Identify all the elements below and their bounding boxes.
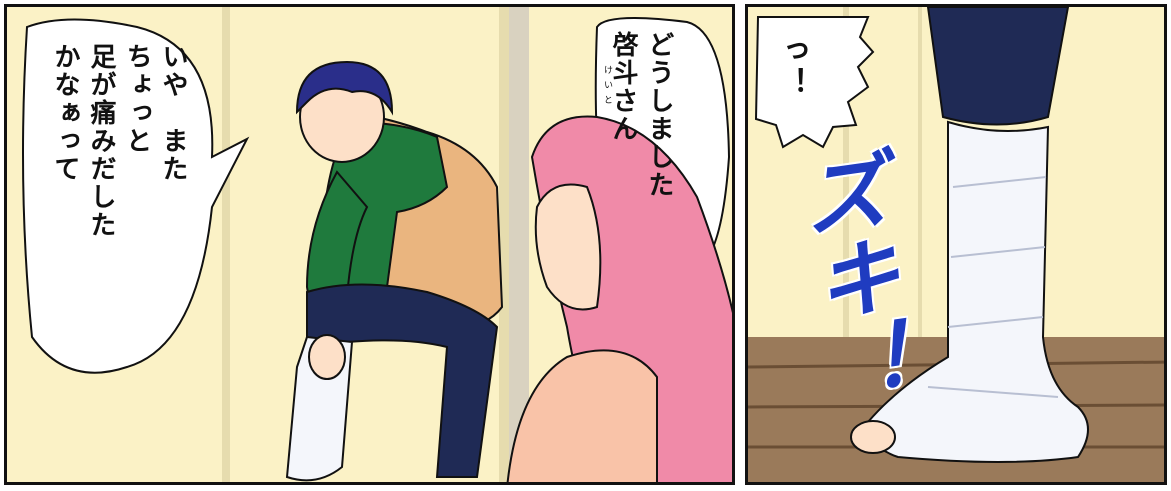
girl-shoulder <box>506 349 658 482</box>
panel-left-art <box>7 7 732 482</box>
boy-hair <box>295 60 394 116</box>
panel-right-art <box>748 7 1164 482</box>
boy-pants <box>306 283 499 478</box>
girl-speech-line-1: どうしました <box>644 31 674 199</box>
furigana-kei: けい <box>602 65 612 95</box>
gasp-bubble <box>754 16 875 149</box>
speech-text-kei: いや また ちょっと 足が痛みだした かなぁって <box>47 43 191 343</box>
door-frame <box>843 7 849 337</box>
door-frame-left <box>222 7 230 482</box>
furigana-to: と <box>602 95 612 110</box>
speech-bubble-kei <box>22 18 250 374</box>
door-shadow <box>509 7 529 482</box>
pants-leg <box>926 7 1070 126</box>
speech-text-girl: どうしました 啓斗さん <box>605 31 677 251</box>
speech-line-4: かなぁって <box>50 43 80 183</box>
girl-speech-line-2: 啓斗さん <box>608 31 638 143</box>
furigana: けいと <box>601 65 614 110</box>
speech-line-2: ちょっと <box>122 43 152 155</box>
leg-cast <box>866 120 1089 463</box>
speech-line-3: 足が痛みだした <box>86 43 116 239</box>
boy-hand <box>308 334 346 380</box>
toes <box>850 420 896 454</box>
girl-face <box>534 183 602 311</box>
manga-panel-right: っ！ ズキ！ <box>745 4 1167 485</box>
manga-panel-left: いや また ちょっと 足が痛みだした かなぁって どうしました 啓斗さん けいと <box>4 4 735 485</box>
speech-line-1: いや また <box>158 43 188 183</box>
door-frame-right <box>499 7 509 482</box>
gasp-text: っ！ <box>773 35 808 99</box>
